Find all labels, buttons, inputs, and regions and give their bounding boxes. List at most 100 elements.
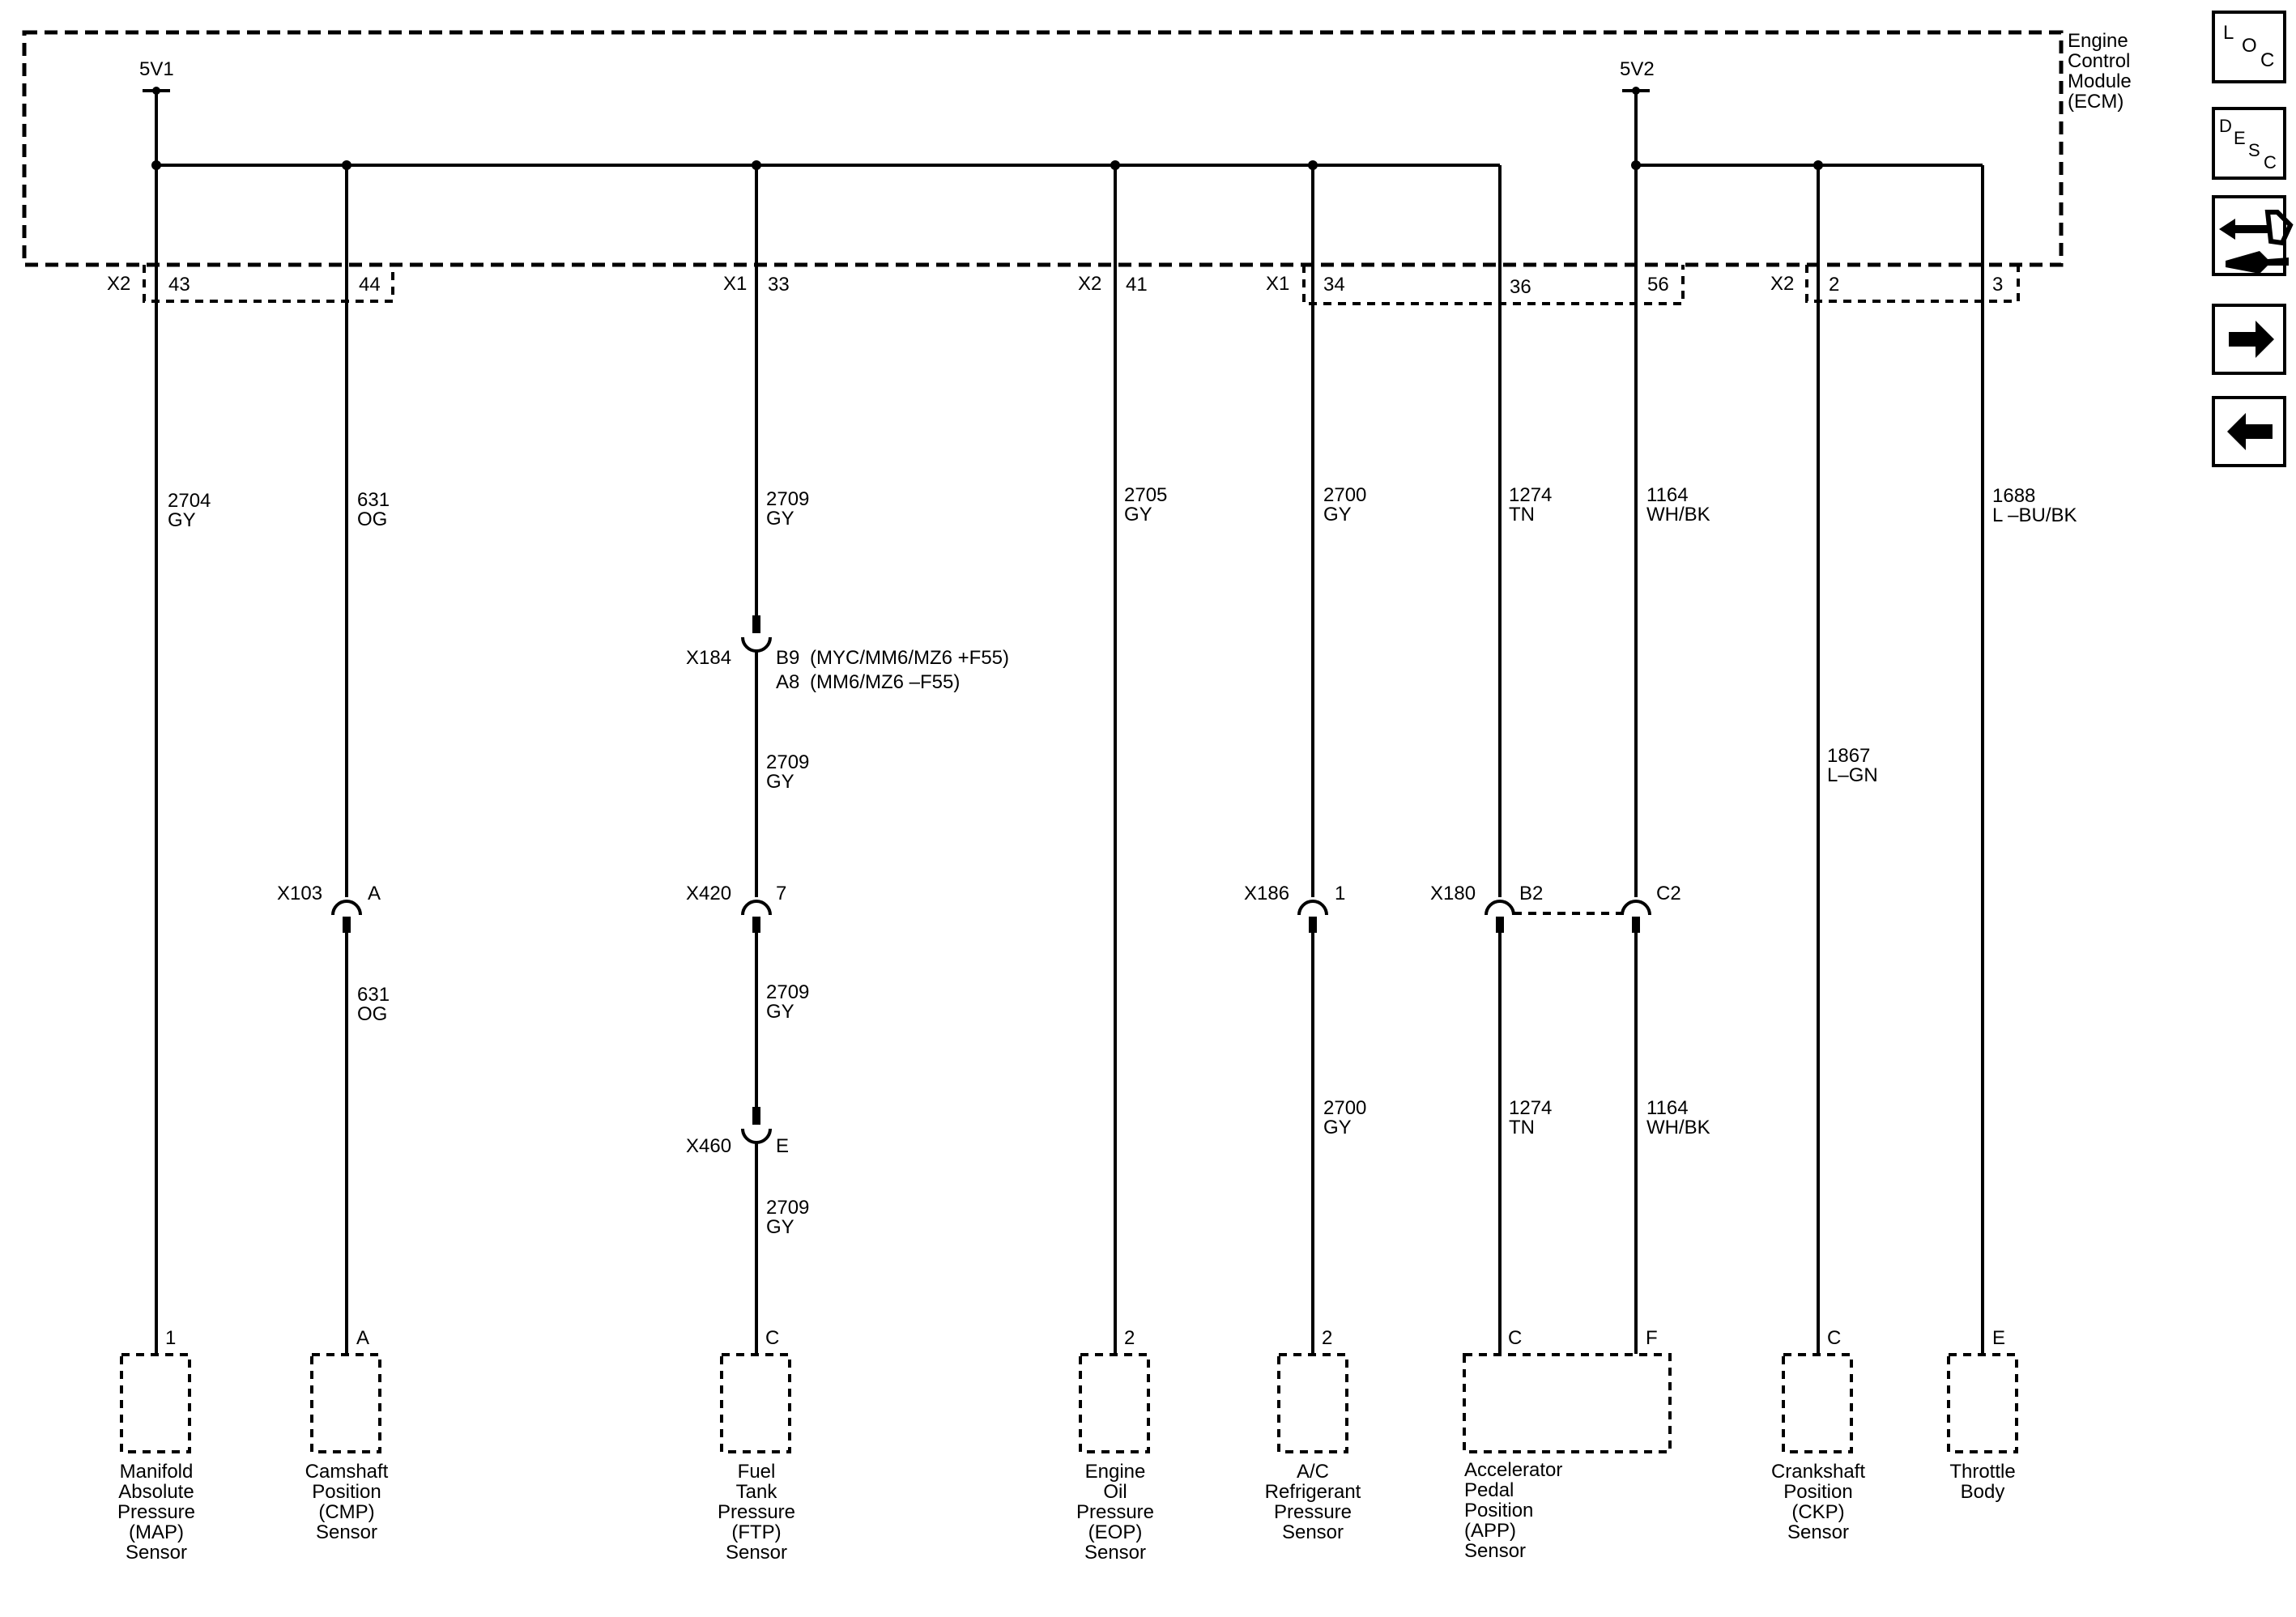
inline-connector-x184-alt-note: (MM6/MZ6 –F55)	[810, 671, 960, 693]
inline-connector-x460-pin: E	[776, 1135, 789, 1157]
ecm-title-line-3: Module	[2068, 70, 2132, 92]
wire-ftp-seg2-circuit: 2709	[766, 751, 809, 773]
sensor-eop-name-4: (EOP)	[1088, 1521, 1143, 1543]
sensor-eop-name-2: Oil	[1103, 1481, 1127, 1503]
sensor-app-name-1: Accelerator	[1464, 1459, 1562, 1481]
loc-button[interactable]: L O C	[2212, 11, 2286, 83]
ecm-title-line-4: (ECM)	[2068, 91, 2123, 113]
sensor-cmp-name-3: (CMP)	[318, 1501, 374, 1523]
inline-connector-x180-b2-female	[1485, 900, 1515, 916]
wire-app1-circuit: 1274	[1509, 484, 1552, 506]
wire-ac-lower-color: GY	[1323, 1117, 1352, 1138]
wire-app1-lower-color: TN	[1509, 1117, 1535, 1138]
sensor-ftp-name-3: Pressure	[718, 1501, 795, 1523]
inline-connector-x186-pin: 1	[1335, 883, 1345, 904]
ecm-pin-cmp: 44	[359, 274, 381, 296]
wire-tb-color: L –BU/BK	[1992, 504, 2077, 526]
sensor-ftp-name-4: (FTP)	[731, 1521, 781, 1543]
inline-connector-x103-name: X103	[277, 883, 322, 904]
wire-app2-color: WH/BK	[1646, 504, 1710, 526]
sensor-ac-name-1: A/C	[1297, 1461, 1329, 1483]
sensor-tb-name-1: Throttle	[1949, 1461, 2015, 1483]
inline-connector-x180-c2-male	[1632, 917, 1640, 933]
sensor-map-pin: 1	[165, 1327, 176, 1349]
wrench-icon	[2226, 251, 2289, 274]
desc-letter-d: D	[2219, 116, 2232, 136]
inline-connector-x184-pin: B9	[776, 647, 799, 669]
sensor-ckp-box	[1782, 1353, 1853, 1453]
next-button[interactable]	[2212, 304, 2286, 375]
sensor-tb-name-2: Body	[1961, 1481, 2005, 1503]
sensor-eop-name-1: Engine	[1085, 1461, 1146, 1483]
sensor-ftp-name-1: Fuel	[738, 1461, 776, 1483]
sensor-app-pin-c: C	[1508, 1327, 1522, 1349]
ecm-pin-ac: 34	[1323, 274, 1345, 296]
sensor-ftp-name-2: Tank	[736, 1481, 778, 1503]
loc-letter-o: O	[2242, 35, 2257, 57]
sensor-app-box	[1463, 1353, 1672, 1453]
arrow-left-icon	[2227, 413, 2273, 450]
sensor-map-name-5: Sensor	[126, 1542, 187, 1564]
inline-connector-x186-name: X186	[1244, 883, 1289, 904]
sensor-eop-name-3: Pressure	[1076, 1501, 1154, 1523]
sensor-map-box	[120, 1353, 191, 1453]
wire-ftp-seg4-color: GY	[766, 1216, 794, 1238]
sensor-map-name-2: Absolute	[118, 1481, 194, 1503]
sensor-cmp-name-1: Camshaft	[305, 1461, 389, 1483]
supply-5v2-label: 5V2	[1620, 58, 1655, 80]
connector-service-button[interactable]	[2212, 195, 2294, 276]
inline-connector-x460-male	[752, 1107, 760, 1125]
previous-button[interactable]	[2212, 396, 2286, 467]
desc-letter-s: S	[2248, 140, 2260, 160]
ecm-pin-ftp: 33	[768, 274, 790, 296]
wire-ckp-circuit: 1867	[1827, 745, 1870, 767]
ecm-pin-app1: 36	[1510, 276, 1531, 298]
wire-cmp-lower-color: OG	[357, 1003, 387, 1025]
sensor-ckp-name-1: Crankshaft	[1771, 1461, 1865, 1483]
wire-ftp-color: GY	[766, 508, 794, 530]
inline-connector-x420-male	[752, 917, 760, 933]
inline-connector-x184-female	[741, 636, 772, 653]
sensor-app-name-5: Sensor	[1464, 1540, 1526, 1562]
inline-connector-x180-c2-female	[1621, 900, 1651, 916]
sensor-ac-name-4: Sensor	[1282, 1521, 1344, 1543]
wire-app2-lower-color: WH/BK	[1646, 1117, 1710, 1138]
wire-ftp-circuit: 2709	[766, 488, 809, 510]
wire-cmp-circuit: 631	[357, 489, 390, 511]
wire-ftp-seg3-circuit: 2709	[766, 981, 809, 1003]
ecm-pin-eop: 41	[1126, 274, 1148, 296]
inline-connector-x180-pin-c2: C2	[1656, 883, 1681, 904]
ecm-pin-ckp: 2	[1829, 274, 1839, 296]
wire-ac-circuit: 2700	[1323, 484, 1366, 506]
sensor-ckp-name-3: (CKP)	[1791, 1501, 1844, 1523]
wire-tb-circuit: 1688	[1992, 485, 2035, 507]
sensor-tb-pin: E	[1992, 1327, 2005, 1349]
wire-ftp-seg3-color: GY	[766, 1001, 794, 1023]
loc-letter-l: L	[2223, 22, 2234, 44]
sensor-cmp-name-4: Sensor	[316, 1521, 377, 1543]
wire-app2-lower-circuit: 1164	[1646, 1097, 1689, 1119]
inline-connector-x186-male	[1309, 917, 1317, 933]
desc-button[interactable]: D E S C	[2212, 107, 2286, 180]
inline-connector-x184-note: (MYC/MM6/MZ6 +F55)	[810, 647, 1009, 669]
inline-connector-x103-pin: A	[368, 883, 381, 904]
inline-connector-x184-male	[752, 615, 760, 633]
inline-connector-x180-name: X180	[1430, 883, 1476, 904]
wire-app1-color: TN	[1509, 504, 1535, 526]
sensor-ckp-name-2: Position	[1783, 1481, 1852, 1503]
ecm-title-line-1: Engine	[2068, 30, 2128, 52]
wire-map-color: GY	[168, 509, 196, 531]
inline-connector-x186-female	[1297, 900, 1328, 916]
sensor-app-pin-f: F	[1646, 1327, 1658, 1349]
sensor-app-name-3: Position	[1464, 1500, 1533, 1521]
wire-ac-lower-circuit: 2700	[1323, 1097, 1366, 1119]
sensor-cmp-pin: A	[356, 1327, 369, 1349]
sensor-ckp-name-4: Sensor	[1787, 1521, 1849, 1543]
inline-connector-x460-name: X460	[686, 1135, 731, 1157]
inline-connector-x103-female	[331, 900, 362, 916]
sensor-ac-pin: 2	[1322, 1327, 1332, 1349]
sensor-cmp-box	[310, 1353, 381, 1453]
sensor-ckp-pin: C	[1827, 1327, 1841, 1349]
connector-x2-left-outline	[143, 265, 394, 303]
